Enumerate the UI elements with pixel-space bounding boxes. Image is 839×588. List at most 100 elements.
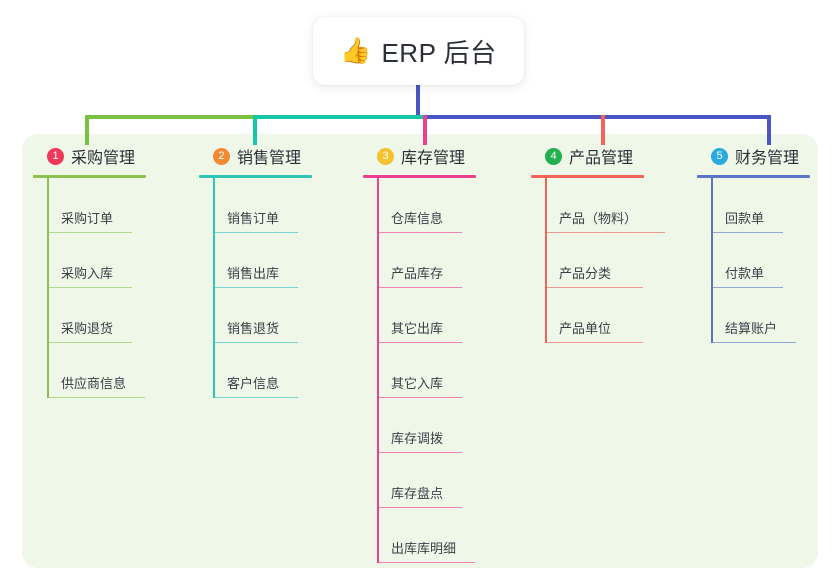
column-spine-1 — [47, 178, 49, 398]
tree-item[interactable]: 采购订单 — [33, 178, 183, 233]
connector-drop-5 — [767, 115, 771, 145]
column-items-1: 采购订单采购入库采购退货供应商信息 — [33, 178, 183, 398]
tree-item-label: 其它出库 — [391, 321, 444, 336]
tree-item-rule — [545, 286, 643, 288]
column-badge-2: 2 — [213, 147, 230, 165]
connector-drop-1 — [85, 115, 89, 145]
column-title-4: 产品管理 — [569, 150, 634, 167]
tree-item[interactable]: 销售出库 — [199, 233, 349, 288]
tree-item[interactable]: 仓库信息 — [363, 178, 513, 233]
tree-item[interactable]: 库存调拨 — [363, 398, 513, 453]
tree-item-rule — [711, 286, 783, 288]
column-spine-3 — [377, 178, 379, 563]
tree-item[interactable]: 结算账户 — [697, 288, 837, 343]
tree-item-rule — [47, 286, 132, 288]
tree-item[interactable]: 销售退货 — [199, 288, 349, 343]
tree-item-label: 库存调拨 — [391, 431, 444, 446]
column-title-5: 财务管理 — [735, 150, 800, 167]
column-1: 1 采购管理采购订单采购入库采购退货供应商信息 — [33, 143, 183, 398]
tree-item[interactable]: 回款单 — [697, 178, 837, 233]
column-header-rule-5 — [697, 175, 810, 178]
tree-item-label: 付款单 — [725, 266, 765, 281]
column-spine-4 — [545, 178, 547, 343]
column-header-5[interactable]: 5 财务管理 — [697, 143, 837, 169]
column-header-rule-1 — [33, 175, 146, 178]
tree-item-rule — [711, 231, 783, 233]
tree-item-label: 销售订单 — [227, 211, 280, 226]
tree-item-label: 销售退货 — [227, 321, 280, 336]
column-header-rule-3 — [363, 175, 476, 178]
tree-item-label: 结算账户 — [725, 321, 778, 336]
tree-item-rule — [711, 341, 796, 343]
column-title-3: 库存管理 — [401, 150, 466, 167]
tree-item[interactable]: 产品库存 — [363, 233, 513, 288]
diagram-background-panel — [22, 134, 818, 568]
tree-item[interactable]: 供应商信息 — [33, 343, 183, 398]
tree-item-rule — [545, 231, 665, 233]
column-header-rule-4 — [531, 175, 644, 178]
tree-item[interactable]: 出库库明细 — [363, 508, 513, 563]
tree-item[interactable]: 客户信息 — [199, 343, 349, 398]
tree-item-label: 采购退货 — [61, 321, 114, 336]
column-badge-4: 4 — [545, 147, 562, 165]
tree-item[interactable]: 产品（物料） — [531, 178, 691, 233]
column-header-1[interactable]: 1 采购管理 — [33, 143, 183, 169]
column-items-5: 回款单付款单结算账户 — [697, 178, 837, 343]
column-header-rule-2 — [199, 175, 312, 178]
column-badge-5: 5 — [711, 147, 728, 165]
tree-item-rule — [213, 286, 298, 288]
column-badge-3: 3 — [377, 147, 394, 165]
connector-drop-4 — [601, 115, 605, 145]
tree-item[interactable]: 采购入库 — [33, 233, 183, 288]
tree-item[interactable]: 销售订单 — [199, 178, 349, 233]
column-title-1: 采购管理 — [71, 150, 136, 167]
tree-item[interactable]: 其它出库 — [363, 288, 513, 343]
connector-bar-segment-3 — [423, 115, 768, 119]
tree-item[interactable]: 产品分类 — [531, 233, 691, 288]
tree-item-rule — [213, 341, 298, 343]
tree-item-rule — [47, 341, 132, 343]
tree-item-label: 客户信息 — [227, 376, 280, 391]
tree-item[interactable]: 其它入库 — [363, 343, 513, 398]
tree-item-rule — [545, 341, 643, 343]
tree-item-label: 回款单 — [725, 211, 765, 226]
root-node[interactable]: 👍 ERP 后台 — [313, 17, 524, 85]
column-2: 2 销售管理销售订单销售出库销售退货客户信息 — [199, 143, 349, 398]
connector-trunk — [416, 85, 420, 119]
column-spine-5 — [711, 178, 713, 343]
tree-item-rule — [377, 231, 462, 233]
root-node-title: ERP 后台 — [381, 37, 497, 68]
tree-item-label: 产品分类 — [559, 266, 612, 281]
column-badge-1: 1 — [47, 147, 64, 165]
column-items-4: 产品（物料） 产品分类产品单位 — [531, 178, 691, 343]
tree-item-label: 采购入库 — [61, 266, 114, 281]
connector-drop-2 — [253, 115, 257, 145]
tree-item-rule — [377, 396, 462, 398]
tree-item-rule — [377, 451, 462, 453]
tree-item-label: 出库库明细 — [391, 541, 457, 556]
tree-item[interactable]: 付款单 — [697, 233, 837, 288]
tree-item-rule — [47, 396, 145, 398]
tree-item-label: 销售出库 — [227, 266, 280, 281]
tree-item-rule — [377, 561, 475, 563]
column-items-3: 仓库信息产品库存其它出库其它入库库存调拨库存盘点出库库明细 — [363, 178, 513, 563]
tree-item-rule — [377, 341, 462, 343]
tree-item-rule — [213, 396, 298, 398]
tree-item[interactable]: 产品单位 — [531, 288, 691, 343]
column-4: 4 产品管理产品（物料） 产品分类产品单位 — [531, 143, 691, 343]
connector-bar-segment-1 — [85, 115, 253, 119]
column-5: 5 财务管理回款单付款单结算账户 — [697, 143, 837, 343]
tree-item-label: 产品库存 — [391, 266, 444, 281]
column-title-2: 销售管理 — [237, 150, 302, 167]
column-header-4[interactable]: 4 产品管理 — [531, 143, 691, 169]
column-spine-2 — [213, 178, 215, 398]
tree-item-label: 产品（物料） — [559, 211, 638, 226]
tree-item[interactable]: 采购退货 — [33, 288, 183, 343]
column-3: 3 库存管理仓库信息产品库存其它出库其它入库库存调拨库存盘点出库库明细 — [363, 143, 513, 563]
column-header-2[interactable]: 2 销售管理 — [199, 143, 349, 169]
thumbs-up-icon: 👍 — [340, 36, 372, 65]
tree-item-label: 其它入库 — [391, 376, 444, 391]
tree-item[interactable]: 库存盘点 — [363, 453, 513, 508]
connector-drop-3 — [423, 115, 427, 145]
column-header-3[interactable]: 3 库存管理 — [363, 143, 513, 169]
